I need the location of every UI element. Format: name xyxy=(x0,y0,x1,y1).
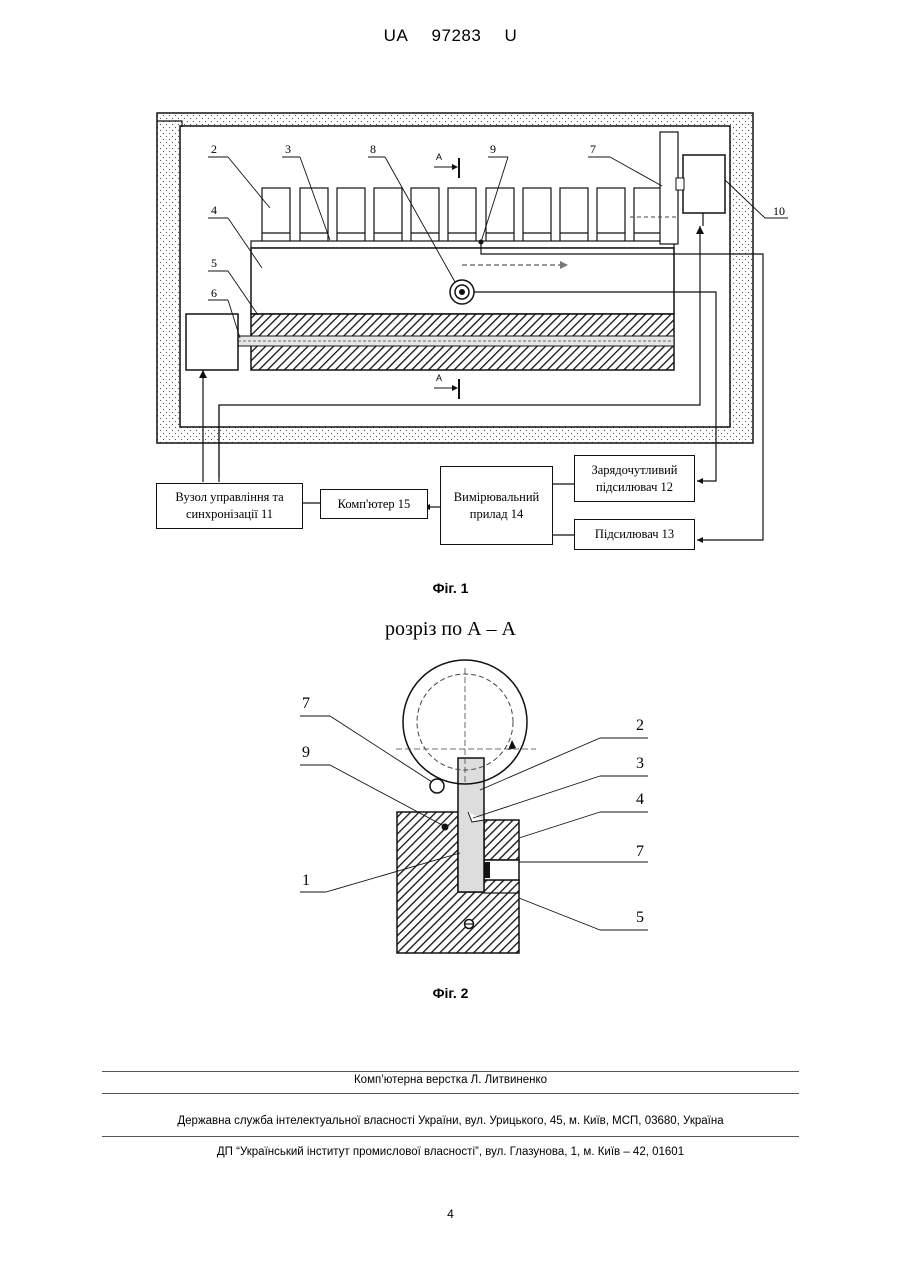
fig2-caption: Фіг. 2 xyxy=(0,985,901,1001)
fig2-label-3: 3 xyxy=(636,755,644,773)
footer-rule-1 xyxy=(102,1071,799,1072)
page-number: 4 xyxy=(0,1207,901,1221)
footer-rule-2 xyxy=(102,1093,799,1094)
footer-agency: Державна служба інтелектуальної власност… xyxy=(0,1115,901,1127)
fig2-label-7-bottom: 7 xyxy=(636,843,644,861)
fig2-label-5: 5 xyxy=(636,909,644,927)
fig2-label-9: 9 xyxy=(302,744,310,762)
footer-institute: ДП “Український інститут промислової вла… xyxy=(0,1146,901,1158)
fig2-sample xyxy=(458,758,484,892)
footer-rule-3 xyxy=(102,1136,799,1137)
fig2-label-2: 2 xyxy=(636,717,644,735)
fig2-label-4: 4 xyxy=(636,791,644,809)
fig2-label-1: 1 xyxy=(302,872,310,890)
fig2-label-7-top: 7 xyxy=(302,695,310,713)
footer-layout: Комп’ютерна верстка Л. Литвиненко xyxy=(0,1074,901,1086)
